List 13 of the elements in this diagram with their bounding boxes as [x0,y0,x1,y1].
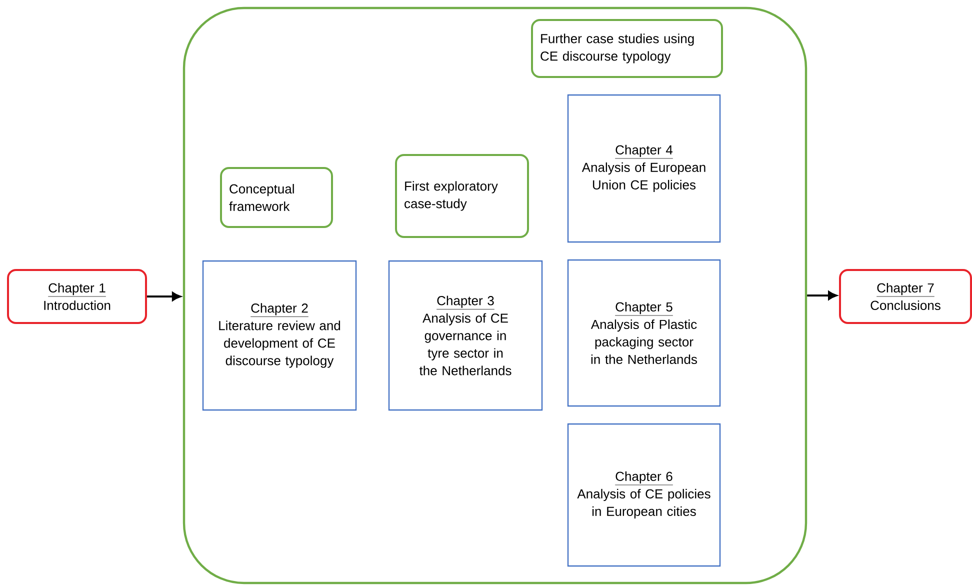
chapter-box: Chapter 5 Analysis of Plastic packaging sector in the Netherlands [567,259,721,407]
theme-box: Further case studies using CE discourse typology [531,19,723,78]
chapter-box: Chapter 4 Analysis of European Union CE policies [567,94,721,243]
chapter-box: Chapter 2 Literature review and development of CE discourse typology [202,260,357,411]
chapter-box: Chapter 7 Conclusions [839,269,972,324]
chapter-box: Chapter 1 Introduction [7,269,147,324]
chapter-box: Chapter 3 Analysis of CE governance in tyre sector in the Netherlands [388,260,543,411]
theme-box: Conceptual framework [220,167,333,228]
theme-box: First exploratory case-study [395,154,529,238]
chapter-box: Chapter 6 Analysis of CE policies in European cities [567,423,721,567]
container-box [182,6,808,584]
arrow [147,292,181,301]
arrow [807,291,837,300]
